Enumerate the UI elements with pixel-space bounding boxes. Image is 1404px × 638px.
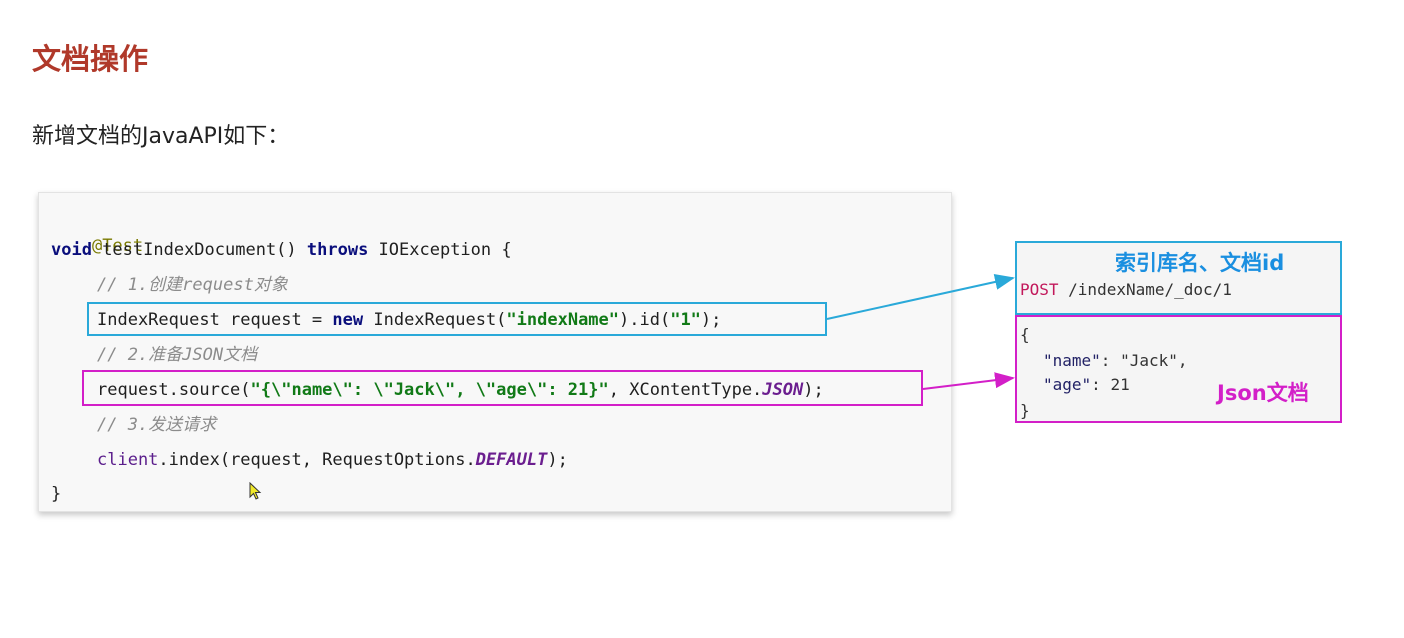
json-sep: : <box>1100 351 1121 370</box>
highlight-json-source <box>82 370 923 406</box>
annotation-test: @Test <box>91 236 144 256</box>
id-call: ).id( <box>619 310 671 330</box>
code-line-client-index: client.index(request, RequestOptions.DEF… <box>97 445 568 475</box>
statement-end: ); <box>803 380 824 400</box>
json-value-name: "Jack" <box>1120 351 1178 370</box>
json-open-brace: { <box>1020 325 1030 344</box>
arrow-to-json-box <box>922 372 1015 390</box>
json-age-line: "age": 21 <box>1043 373 1130 397</box>
index-request-decl: IndexRequest request = <box>97 310 333 330</box>
code-line-comment-2: // 2.准备JSON文档 <box>97 340 257 370</box>
http-request-line: POST /indexName/_doc/1 <box>1020 280 1232 299</box>
json-close-brace: } <box>1020 401 1030 420</box>
string-json-literal: "{\"name\": \"Jack\", \"age\": 21}" <box>250 380 609 400</box>
code-line-annotation: @Test <box>51 201 143 256</box>
const-default: DEFAULT <box>475 450 548 470</box>
string-id-value: "1" <box>670 310 701 330</box>
index-request-ctor: IndexRequest( <box>363 310 507 330</box>
method-name: testIndexDocument() <box>91 240 307 260</box>
json-key-age: "age" <box>1043 375 1092 394</box>
json-comma: , <box>1177 351 1188 370</box>
json-value-age: 21 <box>1110 375 1130 394</box>
code-line-comment-3: // 3.发送请求 <box>97 410 216 440</box>
index-request-callout: 索引库名、文档id POST /indexName/_doc/1 <box>1015 241 1342 315</box>
json-name-line: "name": "Jack", <box>1043 349 1188 373</box>
closing-brace: } <box>51 484 62 504</box>
index-call: .index(request, RequestOptions. <box>158 450 476 470</box>
code-line-index-request: IndexRequest request = new IndexRequest(… <box>97 305 721 335</box>
statement-end: ); <box>700 310 722 330</box>
json-sep: : <box>1091 375 1111 394</box>
code-line-closing-brace: } <box>51 479 61 509</box>
json-document-callout: { "name": "Jack", "age": 21 } Json文档 <box>1015 315 1342 423</box>
exception-type: IOException { <box>368 240 512 260</box>
comment-3: // 3.发送请求 <box>97 415 217 435</box>
comment-1: // 1.创建request对象 <box>97 275 288 295</box>
code-line-comment-1: // 1.创建request对象 <box>97 270 288 300</box>
http-method: POST <box>1020 280 1059 299</box>
index-id-label: 索引库名、文档id <box>1115 251 1285 275</box>
page-subtitle: 新增文档的JavaAPI如下： <box>32 124 290 149</box>
source-call: request.source( <box>97 380 251 400</box>
keyword-throws: throws <box>306 240 369 260</box>
comment-2: // 2.准备JSON文档 <box>97 345 258 365</box>
arrow-to-index-box <box>826 274 1015 320</box>
keyword-void: void <box>51 240 92 260</box>
code-block: @Test void testIndexDocument() throws IO… <box>38 192 952 512</box>
code-line-method-signature: void testIndexDocument() throws IOExcept… <box>51 235 512 265</box>
keyword-new: new <box>332 310 364 330</box>
content-type-ref: , XContentType. <box>608 380 763 400</box>
http-path: /indexName/_doc/1 <box>1058 280 1232 299</box>
page-title: 文档操作 <box>32 42 149 76</box>
json-key-name: "name" <box>1043 351 1101 370</box>
string-index-name: "indexName" <box>506 310 620 330</box>
highlight-index-request <box>87 302 827 336</box>
const-json: JSON <box>762 380 804 400</box>
mouse-cursor-icon <box>249 482 262 500</box>
statement-end: ); <box>547 450 568 470</box>
json-document-label: Json文档 <box>1217 381 1309 405</box>
code-line-source: request.source("{\"name\": \"Jack\", \"a… <box>97 375 824 405</box>
client-field: client <box>97 450 159 470</box>
